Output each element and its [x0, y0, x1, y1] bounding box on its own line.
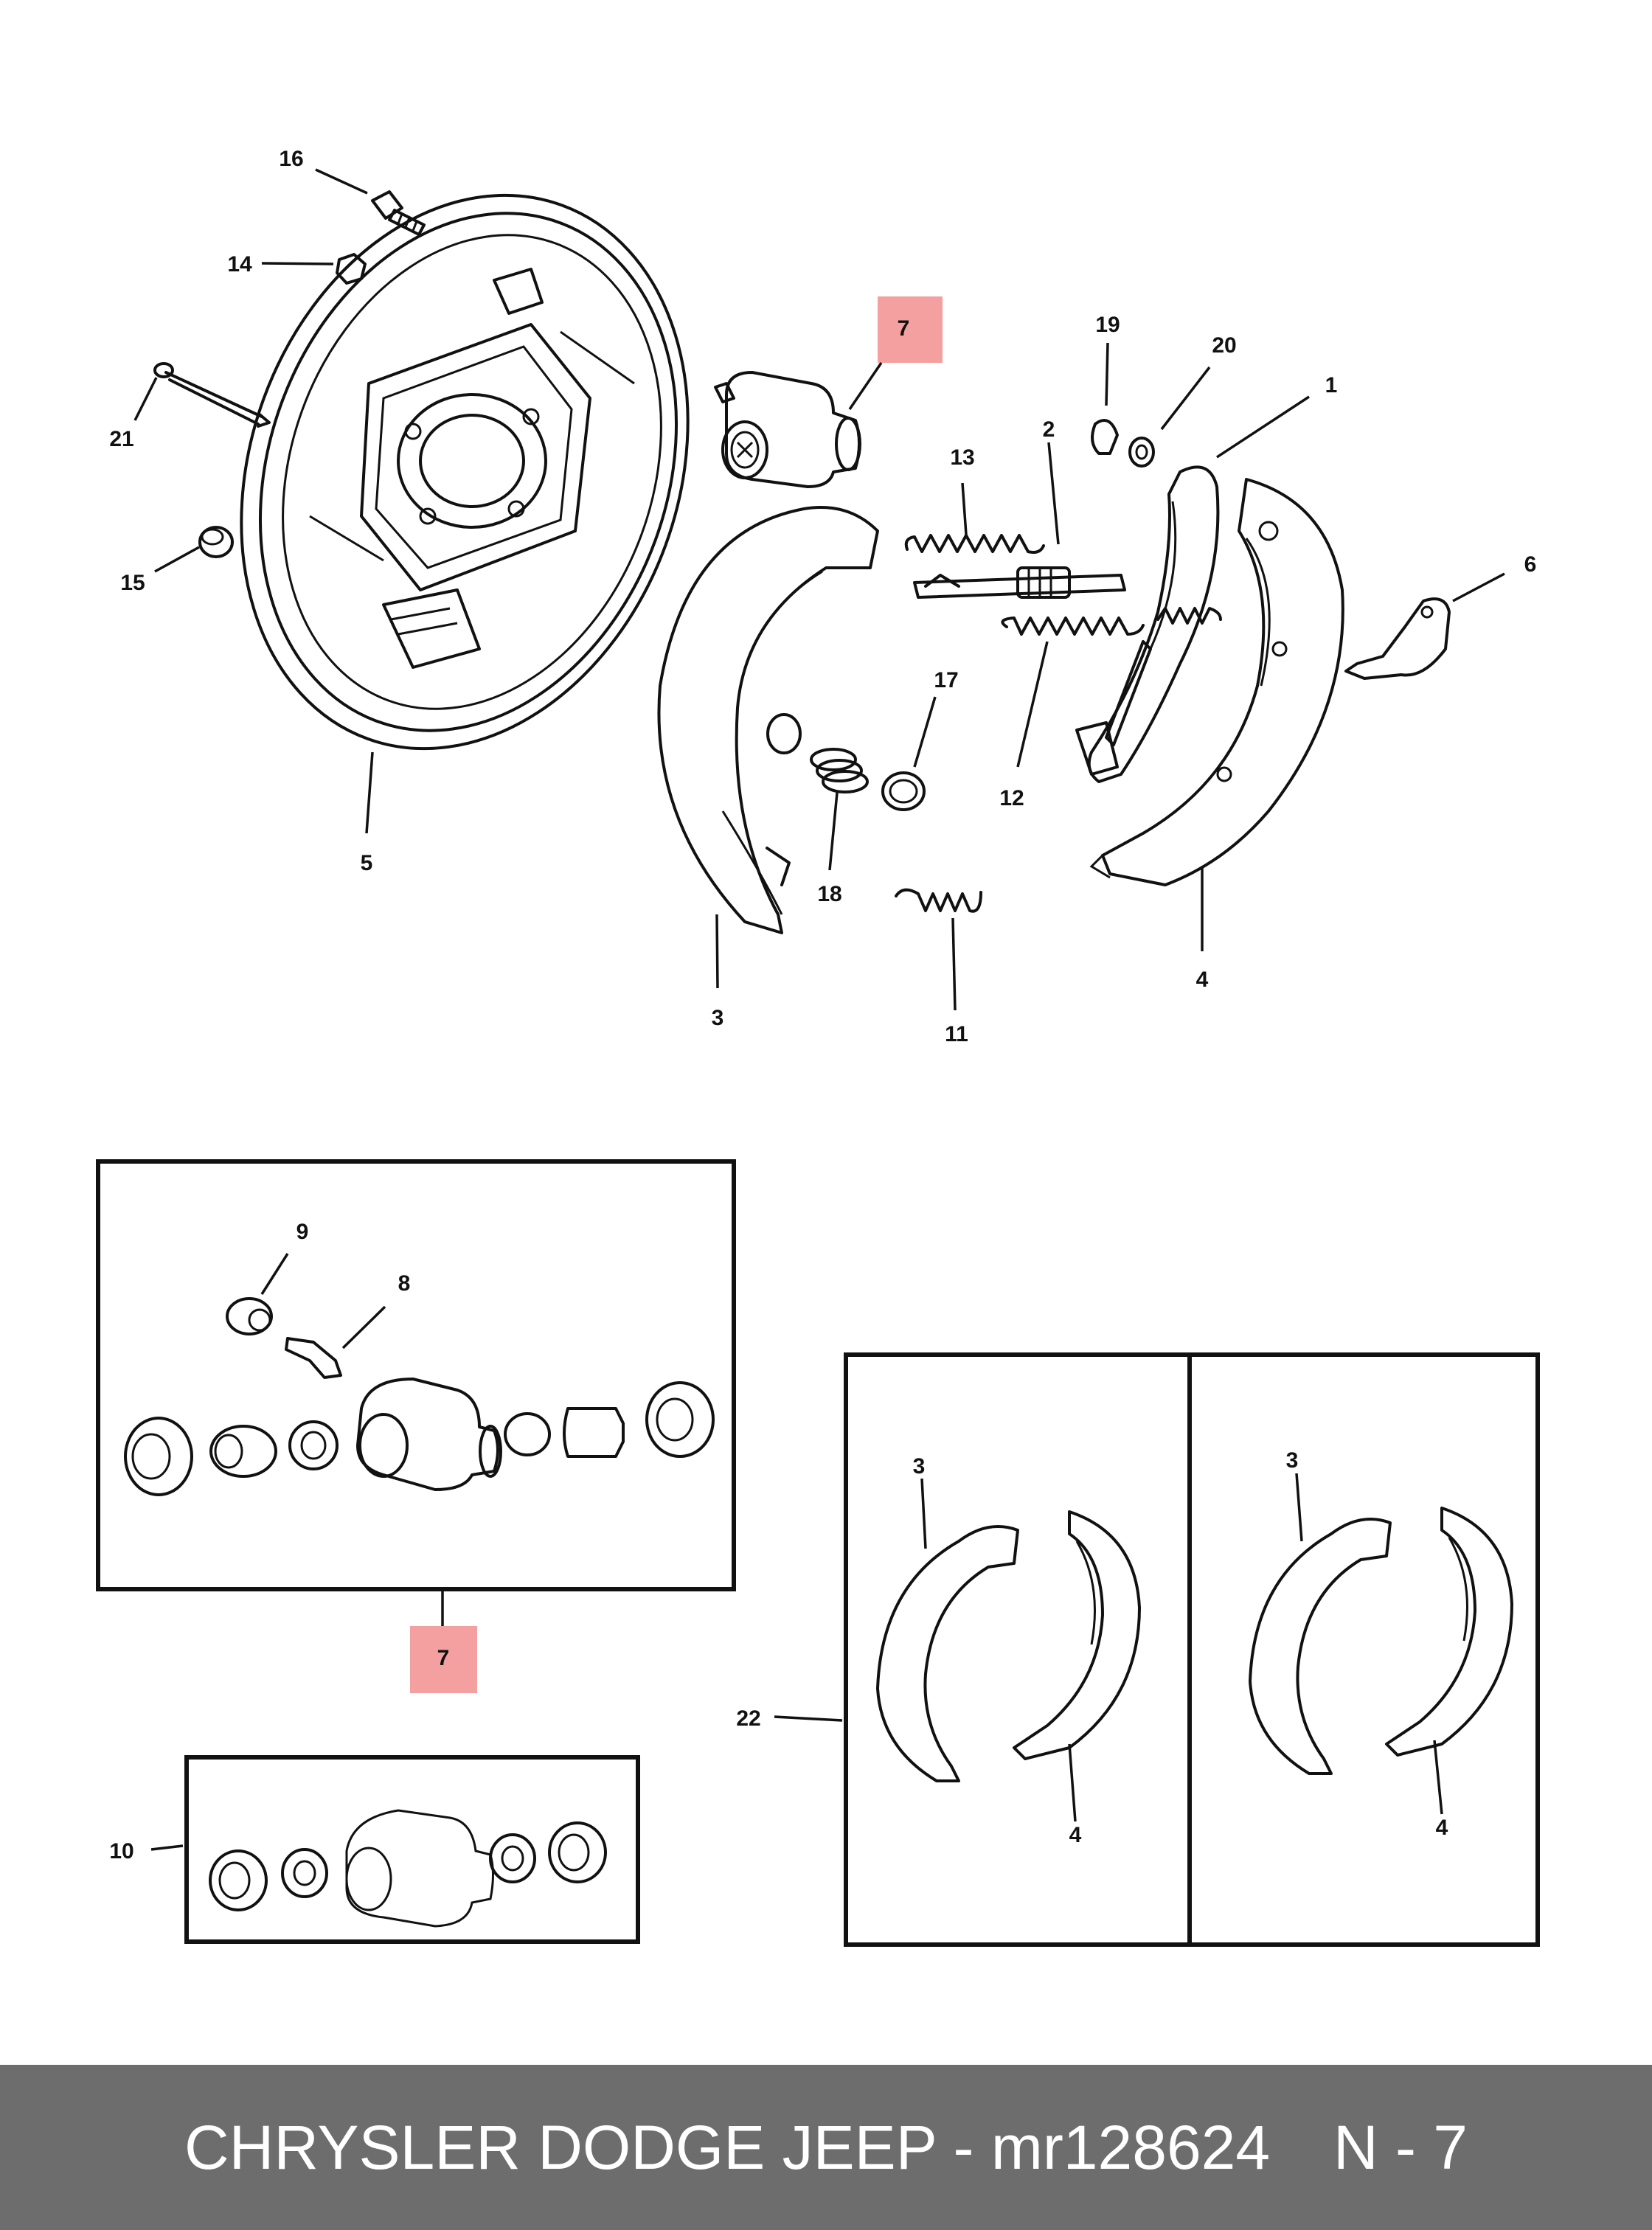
shoe-set-left-pair — [876, 1510, 1141, 1782]
spring-13 — [904, 534, 1045, 554]
callout-10: 10 — [109, 1839, 133, 1863]
callout-2: 2 — [1043, 417, 1055, 442]
callout-11: 11 — [945, 1022, 968, 1046]
callout-17: 17 — [934, 668, 958, 692]
callout-4-main: 4 — [1196, 968, 1209, 992]
callout-7-inset: 7 — [437, 1646, 450, 1670]
spring-small — [1156, 607, 1222, 625]
spring-18 — [810, 748, 869, 793]
callout-9: 9 — [296, 1220, 309, 1244]
callout-5: 5 — [361, 851, 373, 875]
callout-3-set-right: 3 — [1286, 1448, 1299, 1473]
pin-cup — [766, 713, 802, 754]
footer-page-ref: N - 7 — [1333, 2113, 1468, 2182]
brake-shoe-right — [1089, 478, 1344, 886]
backing-plate — [240, 193, 690, 751]
callout-15: 15 — [120, 571, 145, 595]
stud-21 — [153, 362, 271, 428]
callout-6: 6 — [1524, 552, 1537, 577]
footer-title: CHRYSLER DODGE JEEP - mr128624 — [184, 2113, 1271, 2182]
highlight-7-inset — [410, 1626, 477, 1693]
retainer-17 — [881, 771, 926, 811]
exploded-parts-diagram: 16 14 21 15 5 7 13 2 19 20 1 6 17 18 12 … — [96, 147, 1540, 1947]
washer-20 — [1128, 437, 1155, 468]
callout-14: 14 — [227, 252, 252, 277]
inset-wheel-cylinder-kit — [96, 1159, 736, 1591]
bolt-16 — [371, 190, 426, 236]
spring-12 — [1001, 616, 1145, 636]
callout-3-main: 3 — [712, 1006, 724, 1030]
footer-bar: CHRYSLER DODGE JEEP - mr128624 N - 7 — [0, 2065, 1652, 2230]
callout-16: 16 — [279, 147, 303, 171]
callout-4-set-left: 4 — [1069, 1823, 1082, 1847]
callout-1: 1 — [1325, 373, 1338, 397]
inset-cylinder-repair-kit — [184, 1755, 640, 1944]
callout-21: 21 — [109, 427, 133, 451]
nut-14 — [336, 253, 367, 285]
callout-19: 19 — [1095, 313, 1120, 337]
leaders-top — [133, 168, 1505, 1011]
callout-12: 12 — [999, 786, 1024, 810]
highlight-7-main — [878, 296, 943, 363]
callout-3-set-left: 3 — [913, 1454, 926, 1479]
callout-20: 20 — [1212, 333, 1236, 358]
callout-4-set-right: 4 — [1436, 1816, 1448, 1840]
plug-15 — [198, 526, 234, 558]
brake-shoe-left — [657, 506, 879, 934]
callout-18: 18 — [817, 882, 841, 906]
callout-7-main: 7 — [898, 316, 910, 341]
shoe-set-right-pair — [1249, 1507, 1513, 1775]
parking-lever-1 — [1087, 465, 1220, 783]
lever-6 — [1344, 597, 1451, 680]
wheel-cylinder-main — [714, 371, 861, 488]
callout-22: 22 — [736, 1706, 760, 1731]
kit-parts — [124, 1297, 715, 1496]
callout-13: 13 — [950, 445, 974, 470]
adjuster-2 — [913, 566, 1126, 599]
callout-8: 8 — [398, 1271, 411, 1296]
spring-11 — [895, 888, 982, 913]
strut-piece — [1075, 640, 1152, 776]
repair-kit-parts — [209, 1809, 607, 1928]
clip-19 — [1091, 419, 1119, 455]
